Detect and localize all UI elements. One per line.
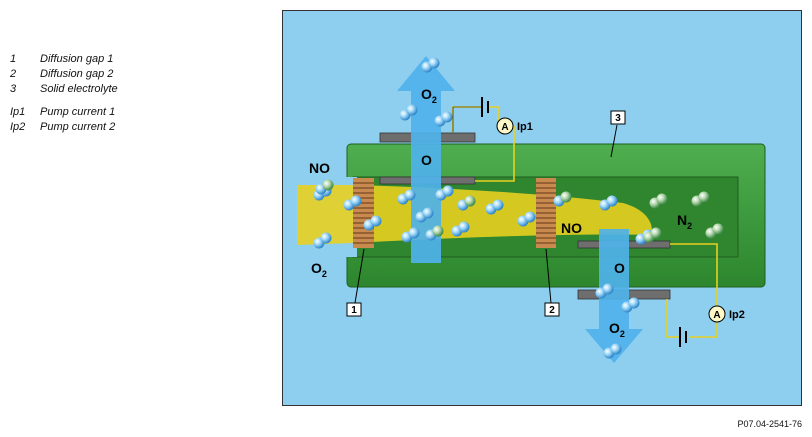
legend-key: 3 bbox=[10, 83, 17, 95]
o2-molecule bbox=[401, 227, 420, 243]
o2-molecule bbox=[603, 343, 622, 359]
o2-molecule bbox=[421, 57, 440, 73]
n2-label: N2 bbox=[677, 212, 692, 231]
n2-molecule bbox=[691, 191, 710, 207]
pump-circuit-2 bbox=[666, 243, 718, 338]
no-molecule bbox=[457, 195, 476, 211]
no-cavity-label: NO bbox=[561, 220, 582, 236]
o2-molecule bbox=[621, 297, 640, 313]
o2-molecule bbox=[399, 104, 418, 121]
nitrogen-molecules bbox=[643, 191, 724, 243]
o2-molecule bbox=[595, 283, 614, 299]
o2-molecule bbox=[363, 215, 382, 231]
no-inlet-label: NO bbox=[309, 160, 330, 176]
svg-text:3: 3 bbox=[615, 113, 621, 124]
o2-molecule bbox=[451, 221, 470, 237]
o2-molecule bbox=[397, 189, 416, 205]
o2-inlet-label: O2 bbox=[311, 260, 327, 279]
reference-code: P07.04-2541-76 bbox=[737, 419, 802, 429]
diffusion-gap-2 bbox=[536, 178, 556, 248]
legend-label: Diffusion gap 2 bbox=[40, 68, 114, 80]
legend-key: Ip2 bbox=[10, 121, 26, 133]
nox-sensor-diagram: A Ip1 A Ip2 bbox=[282, 10, 802, 406]
o2-molecule bbox=[517, 211, 536, 227]
callout-3: 3 bbox=[610, 110, 626, 158]
battery-1 bbox=[481, 97, 489, 117]
legend-key: 1 bbox=[10, 53, 17, 65]
legend-key: 2 bbox=[10, 68, 17, 80]
o2-molecule bbox=[313, 232, 332, 249]
o2-out-bottom-label: O2 bbox=[609, 320, 625, 339]
o2-molecule bbox=[599, 195, 618, 211]
legend-label: Solid electrolyte bbox=[40, 83, 118, 95]
callout-1: 1 bbox=[346, 248, 365, 317]
o2-molecule bbox=[343, 195, 362, 211]
legend-label: Pump current 2 bbox=[40, 121, 116, 133]
o-ion-bottom-label: O bbox=[614, 260, 625, 276]
no-molecule bbox=[553, 191, 572, 207]
n2-molecule bbox=[705, 223, 724, 239]
o2-molecule bbox=[435, 185, 454, 201]
o2-molecule bbox=[415, 207, 434, 223]
o2-out-top-label: O2 bbox=[421, 86, 437, 105]
ammeter-1-label: A bbox=[501, 122, 508, 133]
svg-text:2: 2 bbox=[549, 305, 555, 316]
svg-text:1: 1 bbox=[351, 305, 357, 316]
legend-label: Diffusion gap 1 bbox=[40, 53, 114, 65]
oxygen-arrow-down bbox=[585, 229, 643, 363]
o2-molecule bbox=[434, 111, 453, 127]
callout-2: 2 bbox=[544, 248, 560, 317]
o-ion-top-label: O bbox=[421, 152, 432, 168]
no-molecule bbox=[425, 225, 444, 241]
ip1-label: Ip1 bbox=[517, 121, 533, 133]
battery-2 bbox=[679, 327, 687, 347]
ammeter-2: A bbox=[708, 305, 726, 323]
ammeter-2-label: A bbox=[713, 310, 720, 321]
diffusion-gap-1 bbox=[353, 178, 374, 248]
ip2-label: Ip2 bbox=[729, 309, 745, 321]
legend-key: Ip1 bbox=[10, 106, 26, 118]
sensor-illustration: A Ip1 A Ip2 bbox=[297, 56, 766, 363]
no-molecules bbox=[315, 179, 572, 241]
n2-molecule bbox=[649, 193, 668, 209]
no-molecule bbox=[315, 179, 334, 195]
legend-label: Pump current 1 bbox=[40, 106, 116, 118]
o2-molecule bbox=[485, 199, 504, 215]
ammeter-1: A bbox=[496, 117, 514, 135]
n2-molecule bbox=[643, 227, 662, 243]
